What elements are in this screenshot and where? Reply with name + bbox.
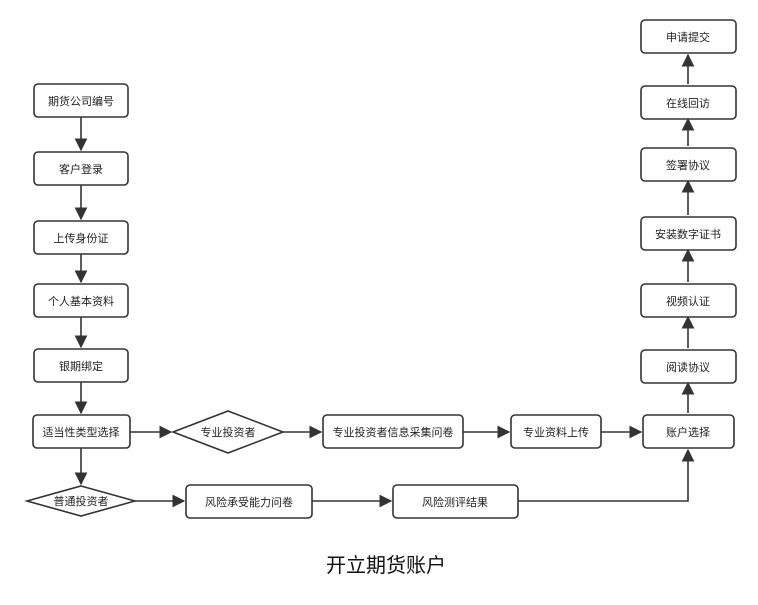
- node-risk-assessment-result: 风险测评结果: [392, 484, 519, 519]
- node-risk-tolerance-questionnaire: 风险承受能力问卷: [185, 484, 313, 519]
- node-install-digital-certificate: 安装数字证书: [640, 216, 737, 251]
- node-professional-material-upload: 专业资料上传: [510, 414, 602, 449]
- node-professional-material-upload-label: 专业资料上传: [523, 425, 589, 439]
- node-submit-application: 申请提交: [640, 19, 737, 54]
- node-account-select: 账户选择: [642, 414, 735, 449]
- node-sign-agreement: 签署协议: [640, 147, 737, 182]
- node-ordinary-investor-label: 普通投资者: [54, 494, 109, 508]
- edges: [74, 53, 695, 508]
- edge-result-to-account-select: [518, 448, 695, 502]
- node-read-agreement-label: 阅读协议: [666, 360, 710, 374]
- node-risk-tolerance-questionnaire-label: 风险承受能力问卷: [205, 495, 293, 509]
- node-upload-id: 上传身份证: [33, 220, 129, 255]
- node-video-verification-label: 视频认证: [666, 294, 710, 308]
- node-bank-futures-binding: 银期绑定: [33, 348, 129, 383]
- node-personal-info: 个人基本资料: [33, 283, 129, 318]
- node-video-verification: 视频认证: [640, 283, 737, 318]
- node-upload-id-label: 上传身份证: [54, 231, 109, 245]
- node-professional-investor-label: 专业投资者: [201, 425, 256, 439]
- node-bank-futures-binding-label: 银期绑定: [59, 359, 103, 373]
- node-account-select-label: 账户选择: [666, 425, 710, 439]
- node-read-agreement: 阅读协议: [640, 349, 737, 384]
- node-suitability-type-select-label: 适当性类型选择: [43, 425, 120, 439]
- node-submit-application-label: 申请提交: [666, 30, 710, 44]
- node-sign-agreement-label: 签署协议: [666, 158, 710, 172]
- node-customer-login-label: 客户登录: [59, 162, 103, 176]
- diagram-caption: 开立期货账户: [326, 553, 446, 577]
- node-customer-login: 客户登录: [33, 151, 129, 186]
- node-suitability-type-select: 适当性类型选择: [32, 414, 131, 449]
- node-professional-investor: 专业投资者: [170, 410, 286, 454]
- node-professional-info-questionnaire: 专业投资者信息采集问卷: [322, 414, 464, 449]
- node-futures-company-code: 期货公司编号: [33, 83, 129, 118]
- node-ordinary-investor: 普通投资者: [24, 485, 138, 517]
- node-install-digital-certificate-label: 安装数字证书: [655, 227, 721, 241]
- node-futures-company-code-label: 期货公司编号: [48, 94, 114, 108]
- node-risk-assessment-result-label: 风险测评结果: [422, 495, 488, 509]
- node-personal-info-label: 个人基本资料: [48, 294, 114, 308]
- node-online-callback: 在线回访: [640, 85, 737, 120]
- node-professional-info-questionnaire-label: 专业投资者信息采集问卷: [333, 425, 454, 439]
- node-online-callback-label: 在线回访: [666, 96, 710, 110]
